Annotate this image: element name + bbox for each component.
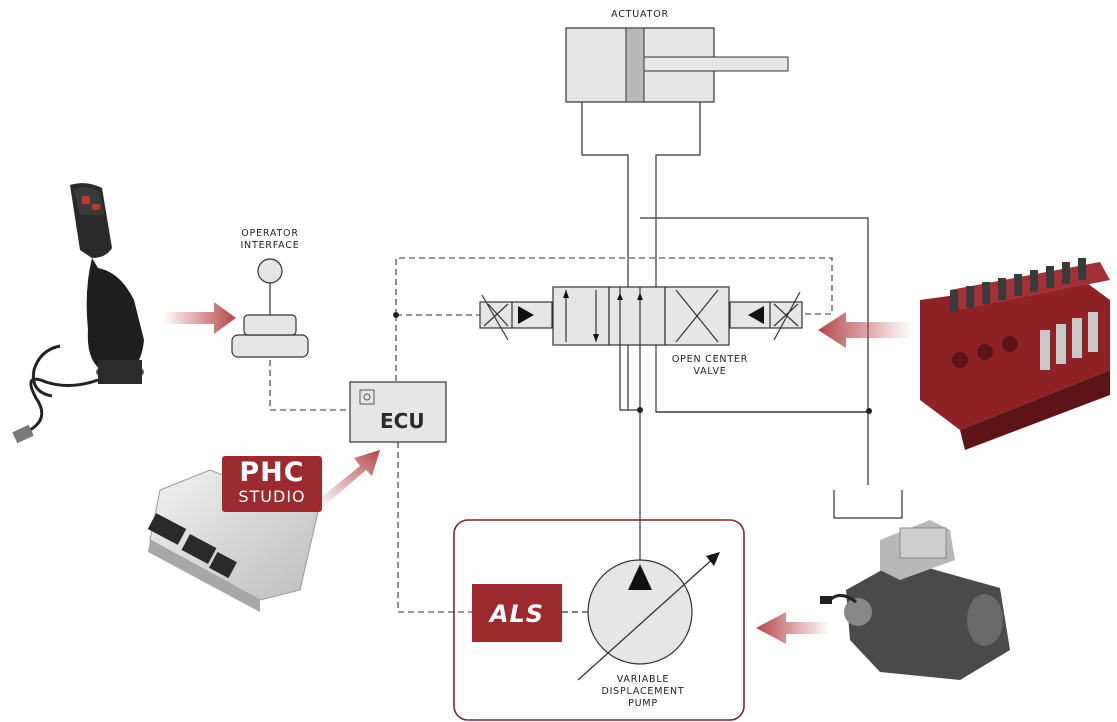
pump-image [820, 520, 1010, 680]
hydraulic-lines [619, 217, 903, 575]
arrow-pump-to-diagram [756, 612, 830, 644]
actuator-label-text: ACTUATOR [611, 9, 669, 20]
studio-logo-text: STUDIO [238, 487, 306, 506]
arrow-valve-to-diagram [818, 312, 912, 348]
open-center-valve-label-line1: OPEN CENTER [671, 354, 749, 365]
phc-studio-logo: PHC STUDIO [222, 456, 322, 512]
junction-dot [637, 407, 643, 413]
pump-label-line1: VARIABLE [616, 674, 670, 685]
operator-interface-label-line1: OPERATOR [241, 228, 299, 239]
arrow-phc-to-ecu [318, 450, 380, 506]
operator-interface-symbol [231, 258, 309, 358]
pump-enclosure [453, 519, 745, 721]
open-center-valve [479, 286, 803, 346]
junction-dot [393, 312, 399, 318]
operator-interface-label: OPERATOR INTERFACE [216, 228, 324, 252]
valve-block-image [920, 258, 1110, 450]
open-center-valve-label: OPEN CENTER VALVE [650, 354, 770, 378]
input-arrows [162, 302, 912, 644]
joystick-image [12, 183, 144, 444]
arrow-joystick-to-interface [162, 302, 236, 334]
open-center-valve-label-line2: VALVE [693, 366, 727, 377]
ecu-box [349, 381, 447, 443]
pump-label-line3: PUMP [628, 698, 658, 709]
operator-interface-label-line2: INTERFACE [240, 240, 300, 251]
actuator-label: ACTUATOR [598, 9, 682, 21]
phc-logo-text: PHC [239, 457, 305, 488]
actuator [565, 27, 870, 413]
ecu-label: ECU [380, 409, 425, 433]
pump-label: VARIABLE DISPLACEMENT PUMP [578, 674, 708, 710]
als-logo-text: ALS [489, 600, 545, 628]
signal-lines [269, 257, 833, 613]
junction-dot [866, 408, 872, 414]
pump-label-line2: DISPLACEMENT [601, 686, 685, 697]
als-logo: ALS [472, 584, 562, 642]
